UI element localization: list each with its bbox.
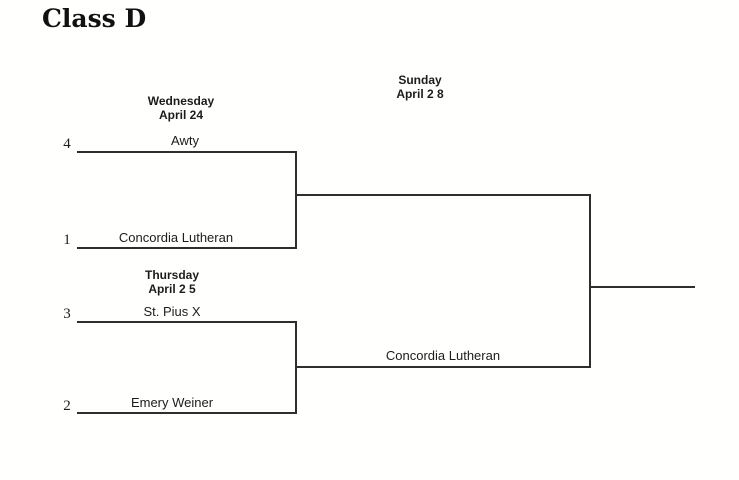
match2-date: April 2 5 (148, 282, 196, 296)
match1-date-header: Wednesday April 24 (101, 94, 261, 122)
match1-top-line (77, 151, 297, 153)
match1-bottom-line (77, 247, 297, 249)
match2-bottom-seed: 2 (63, 398, 71, 414)
match2-top-line (77, 321, 297, 323)
match1-connector-line (295, 151, 297, 249)
match1-top-seed: 4 (63, 136, 71, 152)
final-date-header: Sunday April 2 8 (340, 73, 500, 101)
match2-day: Thursday (144, 268, 199, 282)
semifinal-bottom-advancer: Concordia Lutheran (385, 348, 501, 363)
final-date: April 2 8 (396, 87, 444, 101)
match1-top-team: Awty (171, 133, 199, 148)
match1-day: Wednesday (147, 94, 215, 108)
match2-top-seed: 3 (63, 306, 71, 322)
final-day: Sunday (398, 73, 442, 87)
match1-bottom-seed: 1 (63, 232, 71, 248)
page-title: Class D (42, 4, 147, 33)
match2-top-team: St. Pius X (143, 304, 201, 319)
match2-bottom-line (77, 412, 297, 414)
final-output-line (589, 286, 695, 288)
final-connector-line (589, 194, 591, 368)
match2-bottom-team: Emery Weiner (130, 395, 214, 410)
match1-bottom-team: Concordia Lutheran (118, 230, 234, 245)
semifinal-bottom-output-line (295, 366, 591, 368)
match2-date-header: Thursday April 2 5 (92, 268, 252, 296)
semifinal-top-output-line (295, 194, 591, 196)
match1-date: April 24 (158, 108, 203, 122)
